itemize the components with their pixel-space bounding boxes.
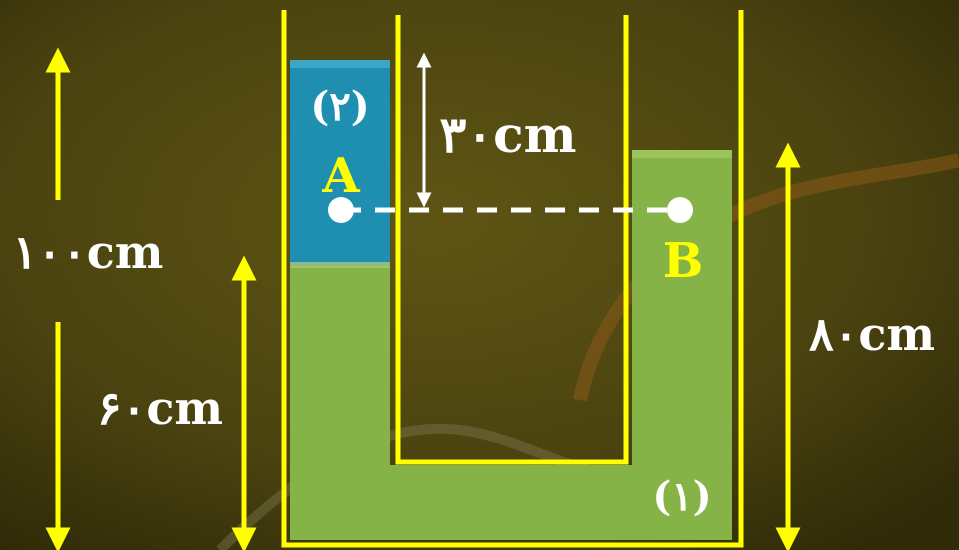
liquid-2-highlight <box>290 60 390 68</box>
point-a-label: A <box>321 148 360 204</box>
liquid-1-region <box>290 150 732 540</box>
point-b-label: B <box>663 233 704 289</box>
interface-line <box>290 262 390 268</box>
right-height-label: ۸۰cm <box>809 307 935 361</box>
total-height-label: ۱۰۰cm <box>13 225 164 279</box>
background-curve <box>573 153 959 402</box>
liquid-1-highlight <box>632 150 732 158</box>
liquid-2-region <box>290 60 390 266</box>
tube-inner-wall <box>395 15 629 465</box>
liquid-2-label: (۲) <box>310 83 369 130</box>
liquid-1-label: (۱) <box>652 473 711 520</box>
water-column-label: ۶۰cm <box>97 381 223 435</box>
top-gap-label: ۳۰cm <box>439 105 576 164</box>
tube-outer-wall <box>281 10 744 548</box>
point-b-marker <box>667 197 693 223</box>
point-a-marker <box>328 197 354 223</box>
